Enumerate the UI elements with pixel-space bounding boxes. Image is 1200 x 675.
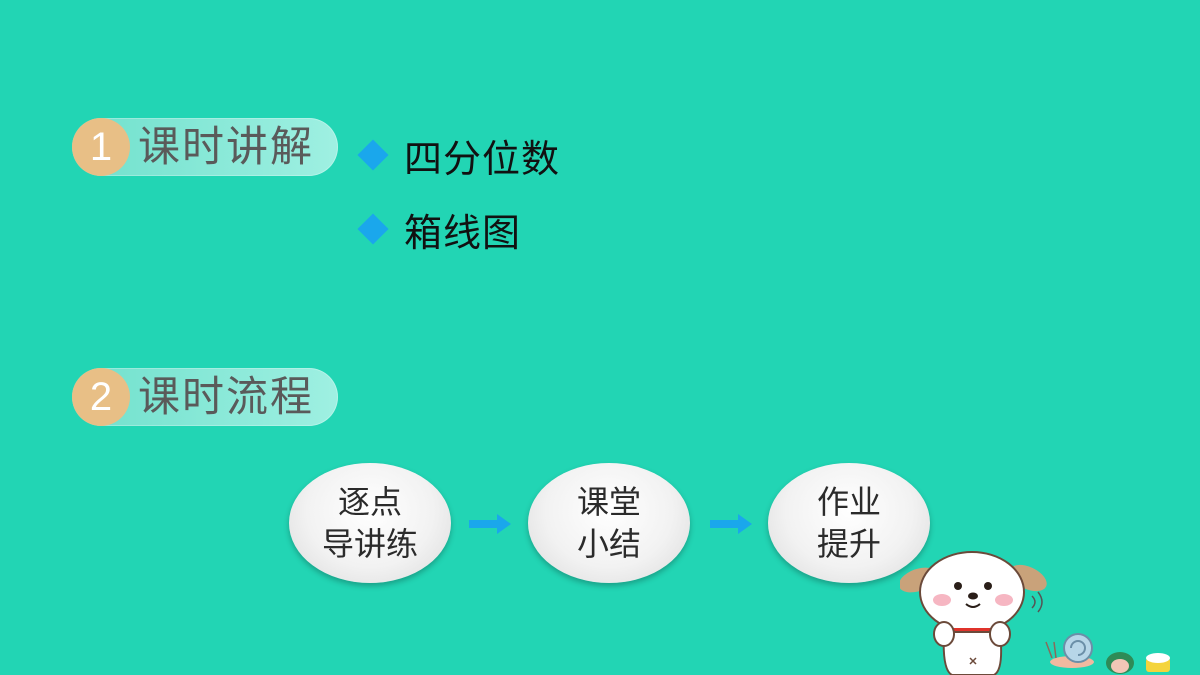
flow-step-line: 小结 — [576, 525, 641, 563]
flow-step-line: 逐点 — [337, 483, 402, 521]
section-title: 课时流程 — [138, 372, 315, 421]
diamond-icon — [357, 213, 389, 245]
arrow-right-icon — [469, 514, 511, 534]
flow-step-line: 作业 — [816, 483, 881, 521]
section-tag-lesson-explanation: 1 课时讲解 — [72, 118, 338, 176]
puppy-illustration — [900, 551, 1170, 675]
flow-step-line: 导讲练 — [321, 525, 418, 563]
flow-step-line: 课堂 — [576, 483, 641, 521]
section-title: 课时讲解 — [138, 122, 315, 171]
flow-step-homework[interactable]: 作业 提升 — [768, 463, 930, 583]
topic-label: 四分位数 — [404, 136, 561, 181]
section-number-badge: 2 — [72, 368, 130, 426]
diamond-icon — [357, 139, 389, 171]
flow-step-summary[interactable]: 课堂 小结 — [528, 463, 690, 583]
arrow-right-icon — [710, 514, 752, 534]
section-tag-lesson-flow: 2 课时流程 — [72, 368, 338, 426]
topic-item: 箱线图 — [356, 204, 522, 255]
topic-label: 箱线图 — [404, 210, 522, 255]
flow-step-practice[interactable]: 逐点 导讲练 — [289, 463, 451, 583]
flow-step-line: 提升 — [816, 525, 881, 563]
section-number-badge: 1 — [72, 118, 130, 176]
topic-item: 四分位数 — [356, 130, 561, 181]
